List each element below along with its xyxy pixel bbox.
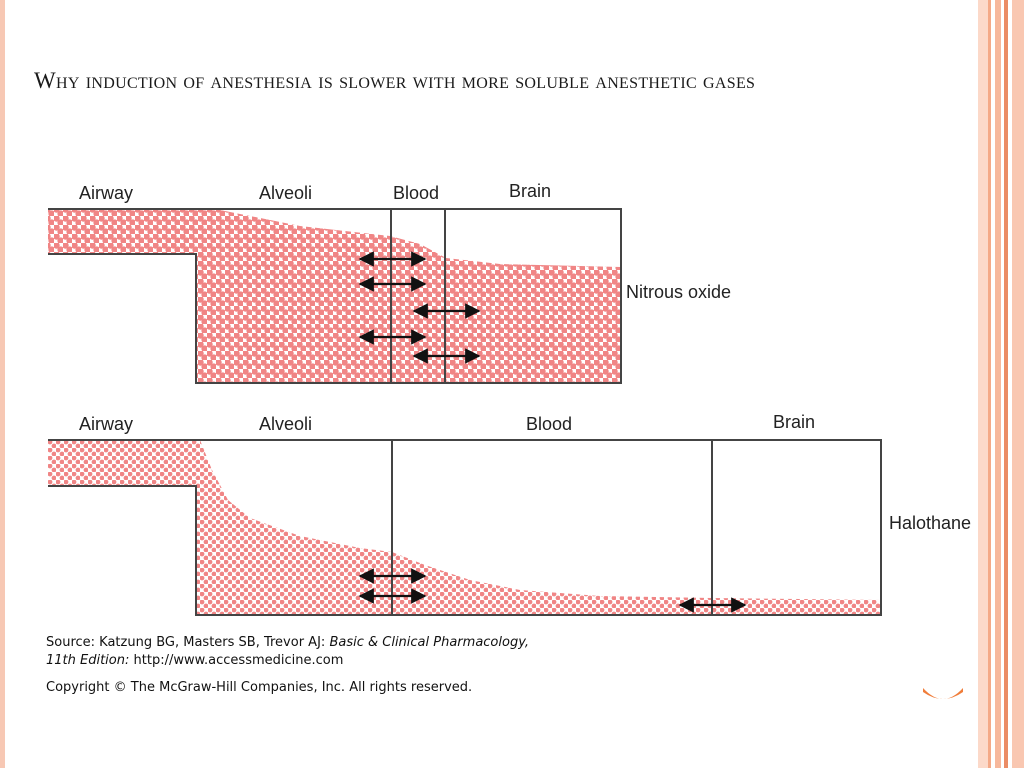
source-prefix: Source: Katzung BG, Masters SB, Trevor A… [46, 635, 330, 650]
label-brain-top: Brain [509, 181, 551, 201]
source-book: Basic & Clinical Pharmacology, [329, 635, 530, 650]
outline-halothane [48, 439, 882, 616]
particles-nitrous-oxide [48, 209, 621, 383]
source-citation: Source: Katzung BG, Masters SB, Trevor A… [46, 634, 686, 670]
label-alveoli-bottom: Alveoli [259, 414, 312, 434]
label-nitrous-oxide: Nitrous oxide [626, 282, 731, 302]
decorative-stripes [978, 0, 1024, 768]
label-halothane: Halothane [889, 513, 971, 533]
label-airway-top: Airway [79, 183, 133, 203]
label-airway-bottom: Airway [79, 414, 133, 434]
panel-halothane: Airway Alveoli Blood Brain Halothane [48, 412, 971, 616]
orange-accent-icon [923, 688, 963, 699]
label-alveoli-top: Alveoli [259, 183, 312, 203]
source-url: http://www.accessmedicine.com [129, 653, 344, 668]
label-brain-bottom: Brain [773, 412, 815, 432]
label-blood-top: Blood [393, 183, 439, 203]
particles-halothane [48, 440, 881, 615]
slide-title: Why induction of anesthesia is slower wi… [34, 68, 756, 93]
panel-nitrous-oxide: Airway Alveoli Blood Brain Nitrous oxide [48, 181, 731, 384]
outline-nitrous-oxide [48, 208, 622, 384]
slide-left-border [0, 0, 5, 768]
copyright-line: Copyright © The McGraw-Hill Companies, I… [46, 680, 473, 695]
source-edition: 11th Edition: [46, 653, 130, 668]
label-blood-bottom: Blood [526, 414, 572, 434]
